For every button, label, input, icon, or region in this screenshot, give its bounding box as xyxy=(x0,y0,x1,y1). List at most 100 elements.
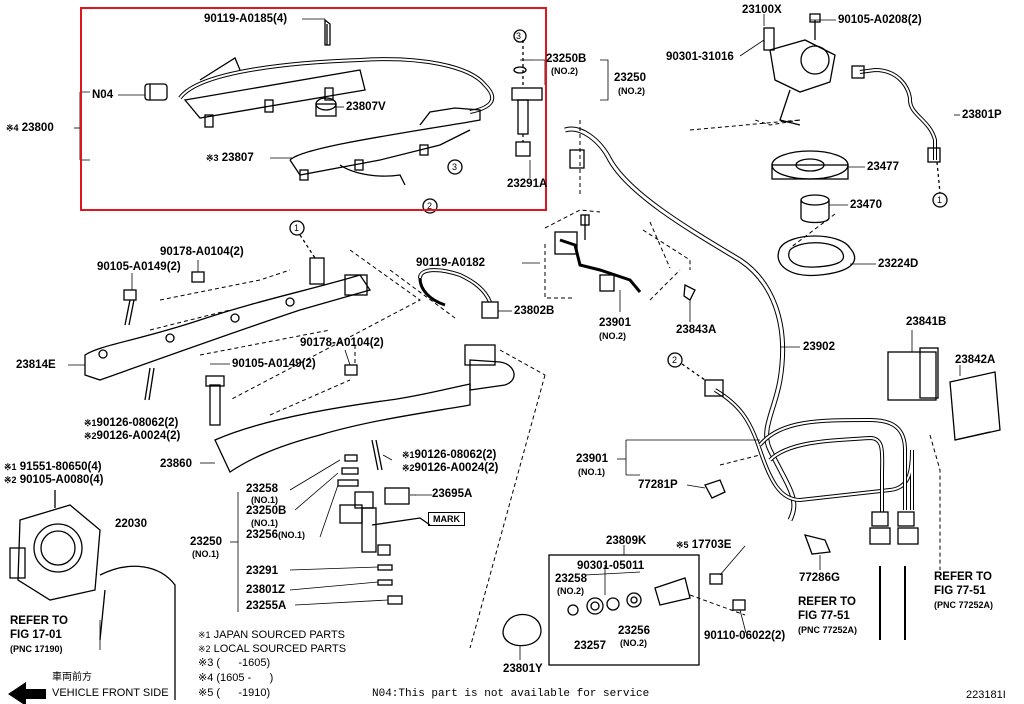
label-23258-2-sub: (NO.2) xyxy=(557,586,584,596)
circle-2-mid: 2 xyxy=(672,355,678,365)
circle-2-top: 2 xyxy=(427,201,433,211)
mark-1-c: ※1 xyxy=(4,462,17,472)
label-90105-a0080: ※2 90105-A0080(4) xyxy=(4,474,104,486)
bolt-90105-a0149 xyxy=(123,289,137,326)
label-90126-08062-b: ※190126-08062(2) xyxy=(402,449,496,461)
label-90105-a0149-b: 90105-A0149(2) xyxy=(232,358,316,370)
refer-fig77b-line1[interactable]: REFER TO xyxy=(934,571,992,583)
label-23250-sub: (NO.1) xyxy=(192,549,219,559)
label-23250b-sub: (NO.1) xyxy=(251,518,278,528)
refer-fig17-line1[interactable]: REFER TO xyxy=(10,615,68,627)
delivery-pipe-23807 xyxy=(289,107,481,186)
label-23257: 23257 xyxy=(574,640,606,652)
label-90126-a0024-a: ※290126-A0024(2) xyxy=(84,430,180,442)
part-90126-08062-b: 90126-08062(2) xyxy=(414,449,497,461)
injector-23250-no2 xyxy=(511,29,543,157)
refer-fig77b-line2[interactable]: FIG 77-51 xyxy=(934,585,986,597)
circle-1-left: 1 xyxy=(294,223,300,233)
mark-2-c: ※2 xyxy=(4,475,17,485)
mark-1-b: ※1 xyxy=(402,450,415,460)
part-17703e: 17703E xyxy=(691,539,732,551)
legend-mark-2: ※2 xyxy=(198,644,211,654)
label-23250b-top: 23250B xyxy=(546,53,587,65)
label-22030: 22030 xyxy=(115,518,147,530)
label-23256: 23256(NO.1) xyxy=(246,529,305,541)
legend-text-2: LOCAL SOURCED PARTS xyxy=(213,643,347,655)
n04-sensor xyxy=(144,83,168,101)
label-n04: N04 xyxy=(92,89,114,101)
legend-text-1: JAPAN SOURCED PARTS xyxy=(213,629,346,641)
label-23801z: 23801Z xyxy=(246,584,286,596)
label-23291: 23291 xyxy=(246,565,278,577)
part-23256-sub: (NO.1) xyxy=(277,530,305,540)
label-23250-top: 23250 xyxy=(614,72,646,84)
label-23250: 23250 xyxy=(190,536,222,548)
refer-fig77a-line3[interactable]: (PNC 77252A) xyxy=(798,625,858,635)
label-23258-2: 23258 xyxy=(555,573,587,585)
clamp-77286g xyxy=(803,534,831,555)
legend-line-3: ※3 ( -1605) xyxy=(198,657,271,669)
label-23901-no2-sub: (NO.2) xyxy=(599,331,626,341)
label-77286g: 77286G xyxy=(799,572,840,584)
clip-23843a xyxy=(683,283,696,301)
lifter-23470 xyxy=(800,194,830,224)
bolt-90119-a0185 xyxy=(324,18,331,46)
label-23224d: 23224D xyxy=(878,258,919,270)
highlight-box xyxy=(80,7,547,211)
manifold-23860 xyxy=(205,344,515,473)
label-23807: 23807 xyxy=(221,152,254,164)
label-23860: 23860 xyxy=(160,458,192,470)
label-23901-no1: 23901 xyxy=(576,453,608,465)
refer-fig17-line2[interactable]: FIG 17-01 xyxy=(10,629,62,641)
cushion-23807v xyxy=(315,97,337,117)
label-90105-a0208: 90105-A0208(2) xyxy=(838,14,922,26)
refer-fig77a-line2[interactable]: FIG 77-51 xyxy=(798,610,850,622)
injector-23250-no1 xyxy=(337,454,431,605)
label-23695a: 23695A xyxy=(432,488,473,500)
fuel-pipe-23800 xyxy=(178,57,495,128)
label-23477: 23477 xyxy=(867,161,899,173)
label-23255a: 23255A xyxy=(246,600,287,612)
refer-fig77b-line3[interactable]: (PNC 77252A) xyxy=(934,600,994,610)
refer-fig77a-line1[interactable]: REFER TO xyxy=(798,596,856,608)
label-90119-a0182: 90119-A0182 xyxy=(416,257,486,269)
label-23256-2: 23256 xyxy=(618,625,650,637)
mark-5: ※5 xyxy=(676,540,689,550)
refer-fig17-line3[interactable]: (PNC 17190) xyxy=(10,644,63,654)
label-23901-no2: 23901 xyxy=(599,317,631,329)
label-90105-a0149-a: 90105-A0149(2) xyxy=(97,261,181,273)
label-90301-31016: 90301-31016 xyxy=(666,51,734,63)
part-23256: 23256 xyxy=(246,529,278,541)
cable-line xyxy=(99,565,176,700)
label-23250b: 23250B xyxy=(246,505,287,517)
clip-77281p xyxy=(704,479,726,499)
label-23250-top-sub: (NO.2) xyxy=(618,86,645,96)
circle-3-mid: 3 xyxy=(452,162,458,172)
part-90126-a0024-b: 90126-A0024(2) xyxy=(414,462,499,474)
label-90178-a0104-a: 90178-A0104(2) xyxy=(160,246,244,258)
circle-3-top: 3 xyxy=(516,31,522,41)
nut-90178-a0104 xyxy=(191,271,205,283)
label-23800: 23800 xyxy=(21,122,54,134)
mark-1-a: ※1 xyxy=(84,418,97,428)
label-23100x: 23100X xyxy=(742,4,782,16)
label-23801y: 23801Y xyxy=(503,663,543,675)
front-side-jp: 車両前方 xyxy=(52,672,92,683)
label-91551-80650: ※1 91551-80650(4) xyxy=(4,461,102,473)
mark-2-b: ※2 xyxy=(402,463,415,473)
mark-2-a: ※2 xyxy=(84,431,97,441)
footnote: N04:This part is not available for servi… xyxy=(372,688,650,700)
pump-23100x xyxy=(763,13,836,126)
label-90119-a0185: 90119-A0185(4) xyxy=(204,13,288,25)
pipe-23901-no1 xyxy=(704,379,919,545)
circle-1-right: 1 xyxy=(937,195,943,205)
label-23901-no1-sub: (NO.1) xyxy=(578,467,605,477)
mark-4: ※4 xyxy=(6,123,19,133)
front-side-en: VEHICLE FRONT SIDE xyxy=(52,687,169,699)
label-90301-05011: 90301-05011 xyxy=(577,560,645,572)
legend-mark-1: ※1 xyxy=(198,630,211,640)
legend-line-4: ※4 (1605 - ) xyxy=(198,672,274,684)
gasket-23224d xyxy=(777,235,856,277)
front-direction-arrow xyxy=(8,682,46,704)
